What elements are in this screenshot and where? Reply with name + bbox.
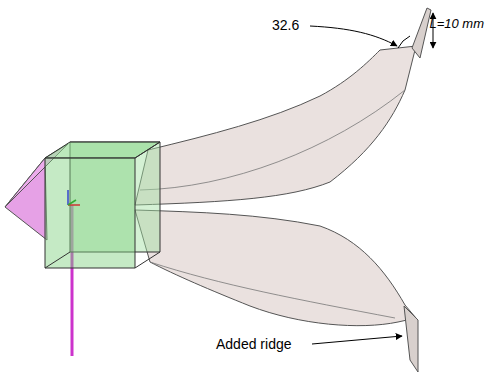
dimension-label: L=10 mm xyxy=(429,16,484,32)
angle-value: 32.6 xyxy=(272,17,299,33)
upper-flare-edge xyxy=(140,90,405,190)
upper-flare xyxy=(135,46,416,205)
upper-ridge xyxy=(412,8,431,58)
ridge-leader xyxy=(312,336,402,344)
lower-ridge xyxy=(404,306,418,372)
cube-top xyxy=(45,142,160,158)
lower-flare-edge xyxy=(150,262,395,318)
axis-y xyxy=(68,200,76,205)
cube-edges xyxy=(45,142,160,268)
axis-z xyxy=(67,190,69,205)
lower-flare xyxy=(135,210,416,326)
angle-arc xyxy=(398,36,410,48)
cube-front xyxy=(45,158,135,268)
angle-leader xyxy=(310,26,397,46)
part-label: Added ridge xyxy=(216,336,292,352)
